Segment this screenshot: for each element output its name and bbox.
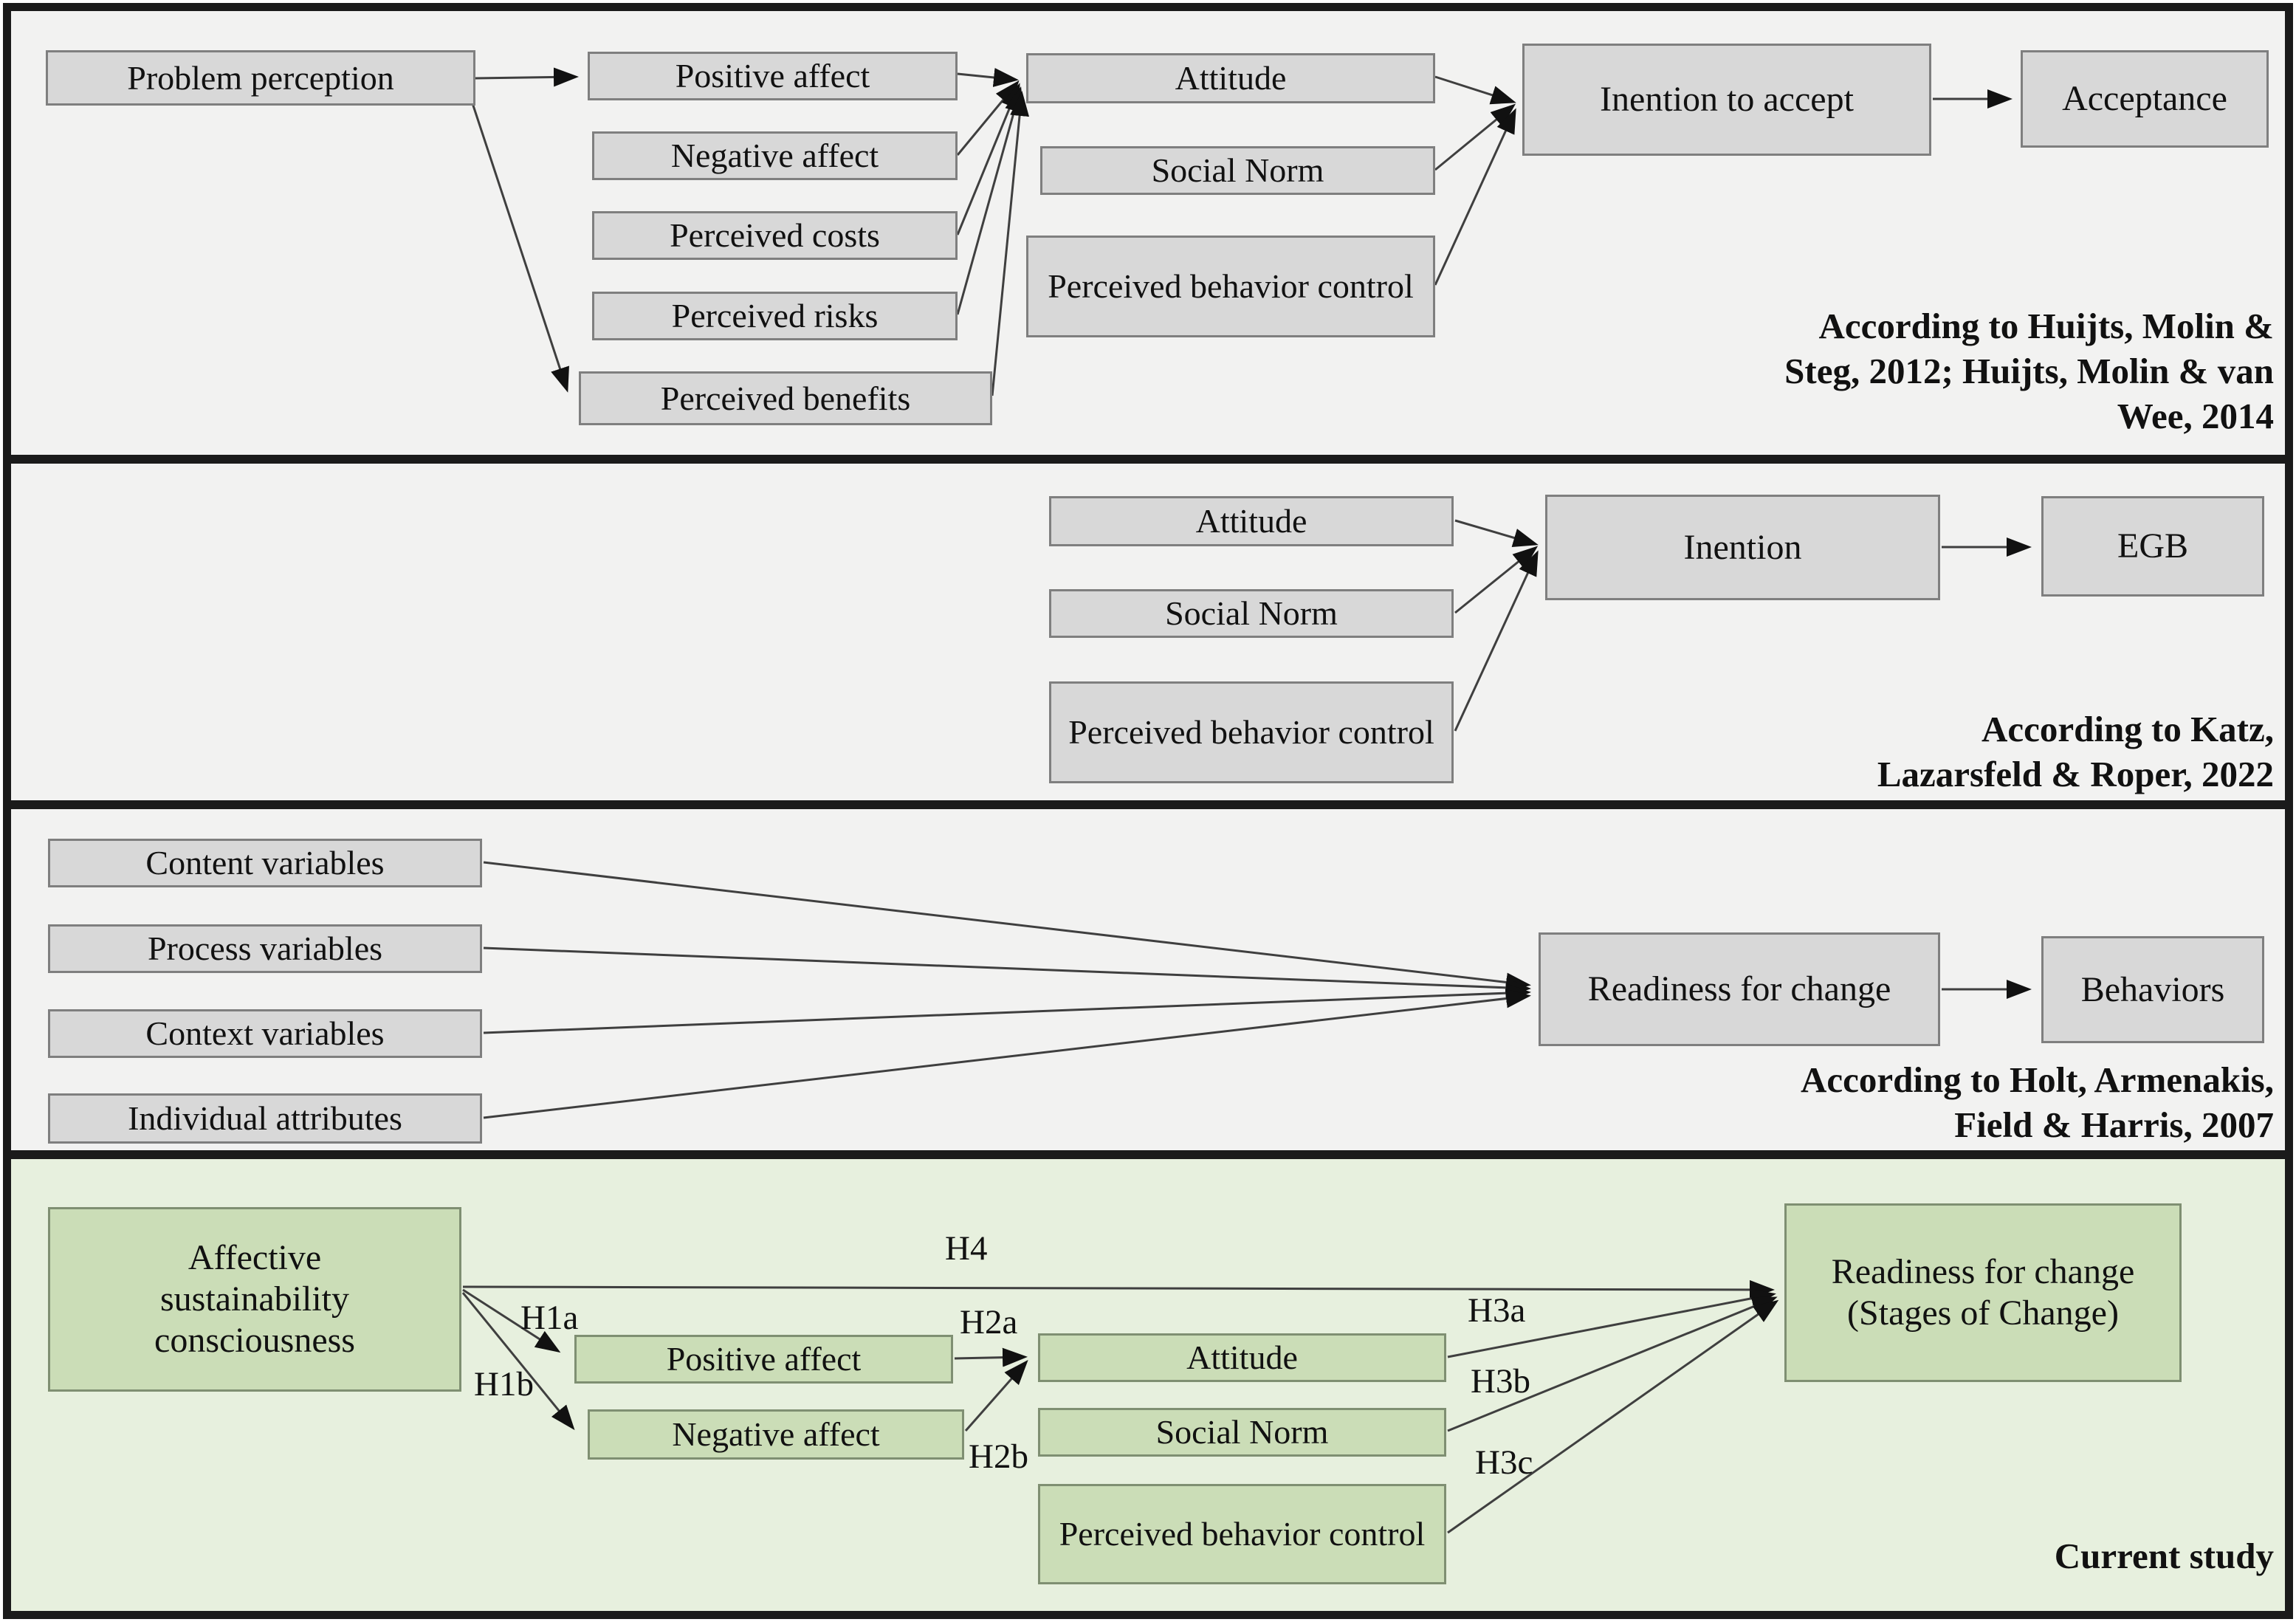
node-positive-affect-p1: Positive affect — [588, 52, 958, 100]
node-egb: EGB — [2041, 496, 2264, 597]
node-social-norm-p1: Social Norm — [1040, 146, 1435, 195]
node-social-norm-p4: Social Norm — [1038, 1408, 1446, 1457]
node-attitude-p2: Attitude — [1049, 496, 1454, 546]
node-attitude-p1: Attitude — [1026, 53, 1435, 103]
node-perceived-costs: Perceived costs — [592, 211, 958, 260]
node-intention-to-accept: Inention to accept — [1522, 44, 1931, 156]
panel-divider — [7, 455, 2289, 464]
node-social-norm-p2: Social Norm — [1049, 589, 1454, 638]
hypothesis-label-h3a: H3a — [1468, 1291, 1526, 1330]
hypothesis-label-h3c: H3c — [1475, 1443, 1533, 1482]
node-perceived-behavior-control-p1: Perceived behavior control — [1026, 236, 1435, 337]
node-problem-perception: Problem perception — [46, 50, 475, 106]
attribution-line: According to Katz, — [1981, 709, 2274, 749]
node-attitude-p4: Attitude — [1038, 1333, 1446, 1382]
attribution-huijts: According to Huijts, Molin & Steg, 2012;… — [1784, 304, 2274, 439]
node-acceptance: Acceptance — [2021, 50, 2269, 148]
hypothesis-label-h4: H4 — [945, 1229, 988, 1268]
hypothesis-label-h1b: H1b — [474, 1365, 534, 1403]
hypothesis-label-h2b: H2b — [969, 1437, 1028, 1476]
attribution-line: Field & Harris, 2007 — [1954, 1104, 2274, 1145]
attribution-line: Wee, 2014 — [2117, 395, 2274, 436]
attribution-line: Current study — [2054, 1536, 2274, 1576]
node-individual-attributes: Individual attributes — [48, 1093, 482, 1144]
node-content-variables: Content variables — [48, 839, 482, 887]
node-negative-affect-p1: Negative affect — [592, 131, 958, 180]
node-negative-affect-p4: Negative affect — [588, 1409, 964, 1460]
node-context-variables: Context variables — [48, 1009, 482, 1058]
node-process-variables: Process variables — [48, 924, 482, 973]
attribution-line: According to Holt, Armenakis, — [1800, 1059, 2274, 1100]
attribution-line: Lazarsfeld & Roper, 2022 — [1877, 753, 2274, 794]
node-perceived-behavior-control-p4: Perceived behavior control — [1038, 1484, 1446, 1584]
panel-divider — [7, 800, 2289, 809]
attribution-line: According to Huijts, Molin & — [1818, 306, 2274, 346]
node-readiness-for-change-p3: Readiness for change — [1539, 932, 1940, 1046]
hypothesis-label-h3b: H3b — [1471, 1362, 1530, 1401]
attribution-current-study: Current study — [2055, 1534, 2274, 1579]
node-perceived-risks: Perceived risks — [592, 292, 958, 340]
hypothesis-label-h2a: H2a — [960, 1303, 1018, 1341]
panel-divider — [7, 1150, 2289, 1159]
node-readiness-for-change-p4: Readiness for change (Stages of Change) — [1784, 1203, 2182, 1382]
node-perceived-benefits: Perceived benefits — [579, 371, 992, 425]
node-affective-sustainability-consciousness: Affective sustainability consciousness — [48, 1207, 461, 1392]
node-behaviors: Behaviors — [2041, 936, 2264, 1043]
attribution-katz: According to Katz, Lazarsfeld & Roper, 2… — [1877, 707, 2274, 797]
node-positive-affect-p4: Positive affect — [574, 1335, 953, 1384]
node-perceived-behavior-control-p2: Perceived behavior control — [1049, 681, 1454, 783]
attribution-holt: According to Holt, Armenakis, Field & Ha… — [1801, 1058, 2274, 1148]
attribution-line: Steg, 2012; Huijts, Molin & van — [1784, 350, 2274, 391]
node-intention: Inention — [1545, 495, 1940, 600]
hypothesis-label-h1a: H1a — [520, 1299, 579, 1337]
